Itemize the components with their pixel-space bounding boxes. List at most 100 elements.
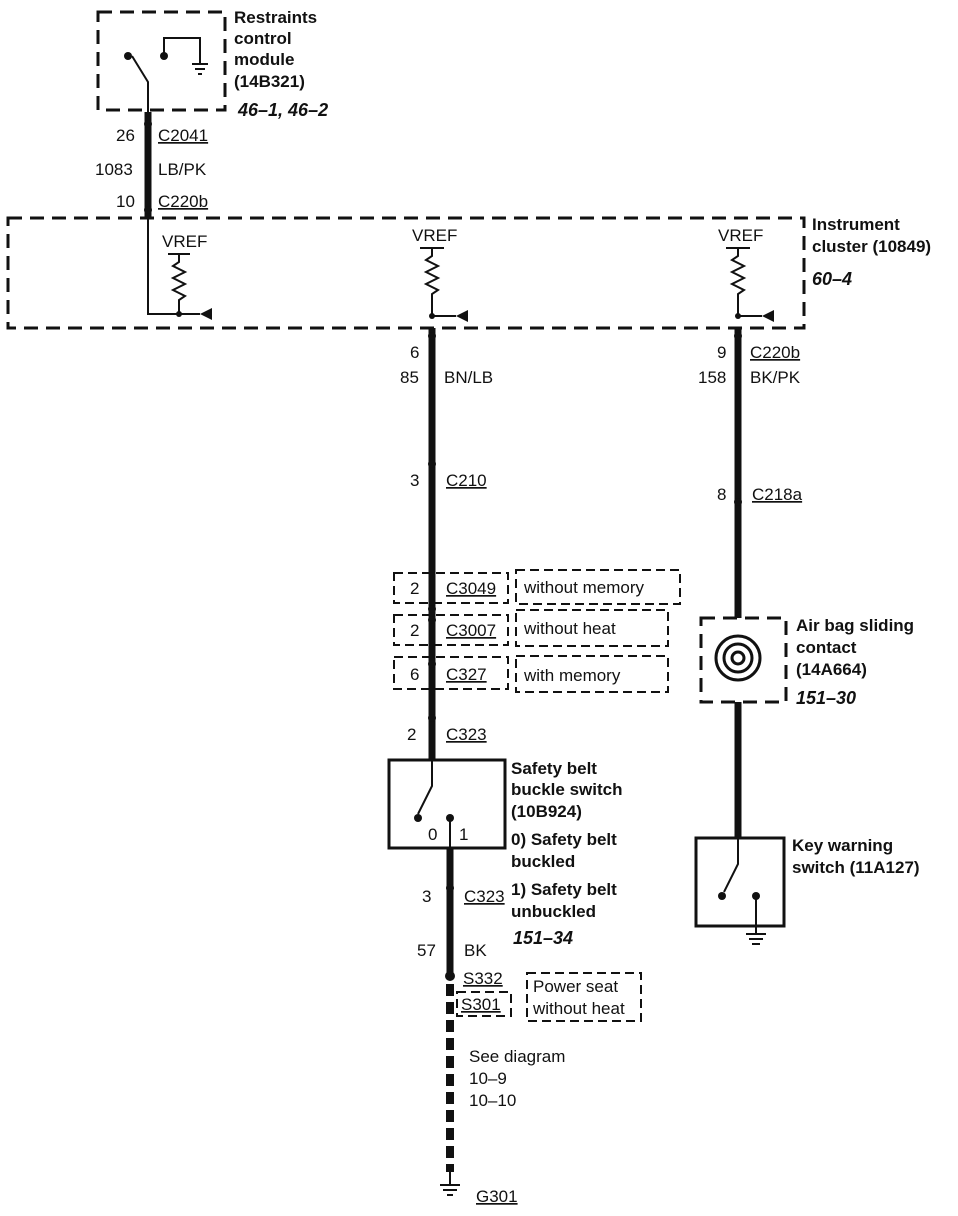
g301-label: G301 (476, 1187, 518, 1206)
rcm-switch-path (163, 37, 201, 64)
c218a-node (734, 498, 742, 506)
c218a-connector: C218a (752, 485, 803, 504)
s332-label: S332 (463, 969, 503, 988)
c2041-connector: C2041 (158, 126, 208, 145)
buckle-switch-blade (417, 760, 433, 815)
c210-node (428, 460, 436, 468)
c2041-node (144, 120, 152, 128)
vref-label-3: VREF (718, 226, 763, 245)
comparator-icon-3 (762, 310, 774, 322)
buckle-state0-2: buckled (511, 852, 575, 871)
rcm-dashed-outline (96, 10, 227, 112)
c3049-connector: C3049 (446, 579, 496, 598)
vref-label-2: VREF (412, 226, 457, 245)
c323-node-1 (428, 714, 436, 722)
resistor-icon-1 (170, 254, 188, 314)
lower-wire-color: BK (464, 941, 487, 960)
c220b-pin-1: 10 (116, 192, 135, 211)
rcm-switch-contact (124, 52, 132, 60)
clockspring-mid-icon (722, 642, 754, 674)
junction-2 (429, 313, 435, 319)
c3049-note-box (515, 569, 681, 605)
c220b-connector-1: C220b (158, 192, 208, 211)
c3007-connector: C3007 (446, 621, 496, 640)
clockspring-outer-icon (714, 634, 762, 682)
cluster-ref: 60–4 (812, 269, 852, 289)
c220b-node-1 (144, 206, 152, 214)
airbag-dashed-outline (699, 616, 788, 704)
key-switch-outline (694, 836, 786, 928)
s332-splice (445, 971, 455, 981)
comparator-icon-2 (456, 310, 468, 322)
key-switch-blade (723, 838, 739, 893)
cluster-input-path (147, 218, 200, 315)
key-warning-switch: Key warning switch (11A127) (694, 836, 920, 945)
c3007-pin: 2 (410, 621, 419, 640)
left-wire-color: BN/LB (444, 368, 493, 387)
power-seat-note-box (526, 972, 642, 1022)
c327-connector: C327 (446, 665, 487, 684)
c327-node (428, 660, 436, 668)
c220b-node-2 (428, 332, 436, 340)
c327-note: with memory (523, 666, 621, 685)
c323-node-2 (446, 884, 454, 892)
c220b-pin-3: 9 (717, 343, 726, 362)
buckle-pos-1: 1 (459, 825, 468, 844)
c323-connector-2: C323 (464, 887, 505, 906)
c3049-pin: 2 (410, 579, 419, 598)
c220b-pin-2: 6 (410, 343, 419, 362)
clockspring-inner-icon (730, 650, 746, 666)
g301-ground-icon (440, 1184, 460, 1196)
right-wire: 9 C220b 158 BK/PK 8 C218a (698, 328, 803, 838)
vref-label-1: VREF (162, 232, 207, 251)
c3049-box (393, 572, 509, 604)
see-diagram-ref-1: 10–9 (469, 1069, 507, 1088)
junction-3 (735, 313, 741, 319)
c327-box (393, 656, 509, 690)
buckle-state1-1: 1) Safety belt (511, 880, 617, 899)
s301-box (456, 991, 512, 1017)
c323-pin-1: 2 (407, 725, 416, 744)
restraints-control-module: Restraints control module (14B321) 46–1,… (96, 8, 328, 120)
buckle-contact-0 (414, 814, 422, 822)
resistor-icon-2 (423, 248, 441, 316)
power-seat-note-2: without heat (532, 999, 625, 1018)
rcm-label-3: module (234, 50, 294, 69)
top-wire: 26 C2041 1083 LB/PK 10 C220b (95, 112, 208, 218)
buckle-label-2: buckle switch (511, 780, 622, 799)
c323-connector-1: C323 (446, 725, 487, 744)
rcm-node (160, 52, 168, 60)
right-wire-color: BK/PK (750, 368, 801, 387)
see-diagram-ref-2: 10–10 (469, 1091, 516, 1110)
buckle-pos-0: 0 (428, 825, 437, 844)
cluster-label-2: cluster (10849) (812, 237, 931, 256)
s301-label: S301 (461, 995, 501, 1014)
cluster-label-1: Instrument (812, 215, 900, 234)
left-wire: 6 85 BN/LB 3 C210 2 C3049 without memory… (393, 328, 681, 760)
rcm-label-4: (14B321) (234, 72, 305, 91)
rcm-label-2: control (234, 29, 292, 48)
rcm-ref: 46–1, 46–2 (237, 100, 328, 120)
lower-wire: 3 C323 57 BK S332 S301 Power seat withou… (417, 848, 642, 1206)
c327-pin: 6 (410, 665, 419, 684)
c327-note-box (515, 655, 669, 693)
airbag-label-3: (14A664) (796, 660, 867, 679)
buckle-ref: 151–34 (513, 928, 573, 948)
buckle-state0-1: 0) Safety belt (511, 830, 617, 849)
airbag-label-1: Air bag sliding (796, 616, 914, 635)
c210-pin: 3 (410, 471, 419, 490)
comparator-icon-1 (200, 308, 212, 320)
see-diagram-label: See diagram (469, 1047, 565, 1066)
lower-circuit-number: 57 (417, 941, 436, 960)
airbag-ref: 151–30 (796, 688, 856, 708)
c220b-connector-3: C220b (750, 343, 800, 362)
c323-pin-2: 3 (422, 887, 431, 906)
key-switch-ground-icon (746, 933, 766, 945)
top-wire-color: LB/PK (158, 160, 207, 179)
buckle-switch: 0 1 Safety belt buckle switch (10B924) 0… (387, 758, 622, 948)
c2041-pin: 26 (116, 126, 135, 145)
buckle-switch-outline (387, 758, 507, 850)
c3007-note-box (515, 609, 669, 647)
key-switch-label-1: Key warning (792, 836, 893, 855)
